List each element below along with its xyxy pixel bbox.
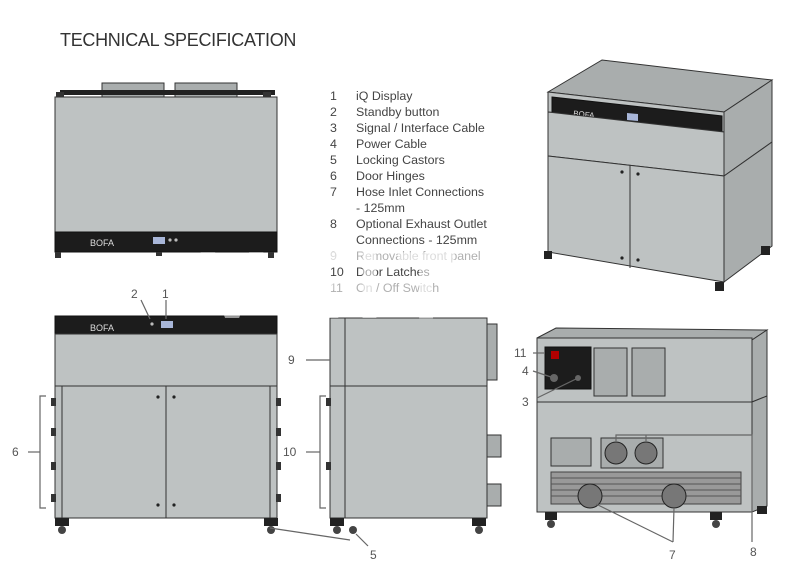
front-view-full: BOFA bbox=[28, 315, 281, 534]
iq-display-screen bbox=[161, 321, 173, 328]
spec-label: Signal / Interface Cable bbox=[356, 121, 485, 135]
spec-label: Door Hinges bbox=[356, 169, 425, 183]
on-off-switch-icon bbox=[551, 351, 559, 359]
brand-logo: BOFA bbox=[90, 323, 114, 333]
callout-8: 8 bbox=[750, 545, 757, 559]
spec-label: Door Latches bbox=[356, 265, 430, 279]
callout-3: 3 bbox=[522, 395, 529, 409]
spec-label: Locking Castors bbox=[356, 153, 445, 167]
rear-view bbox=[532, 327, 769, 543]
spec-label-continued: - 125mm bbox=[356, 201, 405, 215]
brand-logo: BOFA bbox=[573, 109, 596, 120]
isometric-view: BOFA bbox=[544, 59, 774, 291]
callout-2: 2 bbox=[131, 287, 138, 301]
callout-1: 1 bbox=[162, 287, 169, 301]
side-view bbox=[306, 317, 502, 534]
exhaust-outlet-icon bbox=[634, 441, 658, 465]
exhaust-outlet-icon bbox=[604, 441, 628, 465]
spec-label: Power Cable bbox=[356, 137, 427, 151]
spec-label-continued: Connections - 125mm bbox=[356, 233, 478, 247]
iq-display-screen bbox=[153, 237, 165, 244]
spec-label: Removable front panel bbox=[356, 249, 481, 263]
brand-logo: BOFA bbox=[90, 238, 114, 248]
spec-label: On / Off Switch bbox=[356, 281, 440, 295]
standby-button-icon bbox=[150, 322, 154, 326]
spec-label: Optional Exhaust Outlet bbox=[356, 217, 487, 231]
callout-9: 9 bbox=[288, 353, 295, 367]
callout-5: 5 bbox=[370, 548, 377, 562]
callout-10: 10 bbox=[283, 445, 297, 459]
callout-6: 6 bbox=[12, 445, 19, 459]
callout-4: 4 bbox=[522, 364, 529, 378]
hose-inlet-icon bbox=[661, 483, 687, 509]
iq-display-screen bbox=[627, 113, 638, 121]
rear-vent-grille bbox=[550, 471, 742, 505]
page-title: TECHNICAL SPECIFICATION bbox=[60, 30, 297, 50]
callout-11: 11 bbox=[514, 346, 527, 360]
watermark: VEITC bbox=[200, 232, 553, 339]
spec-label: Standby button bbox=[356, 105, 440, 119]
front-view-top: BOFA bbox=[54, 82, 278, 258]
spec-label: Hose Inlet Connections bbox=[356, 185, 485, 199]
spec-label: iQ Display bbox=[356, 89, 413, 103]
hose-inlet-icon bbox=[577, 483, 603, 509]
callout-7: 7 bbox=[669, 548, 676, 562]
